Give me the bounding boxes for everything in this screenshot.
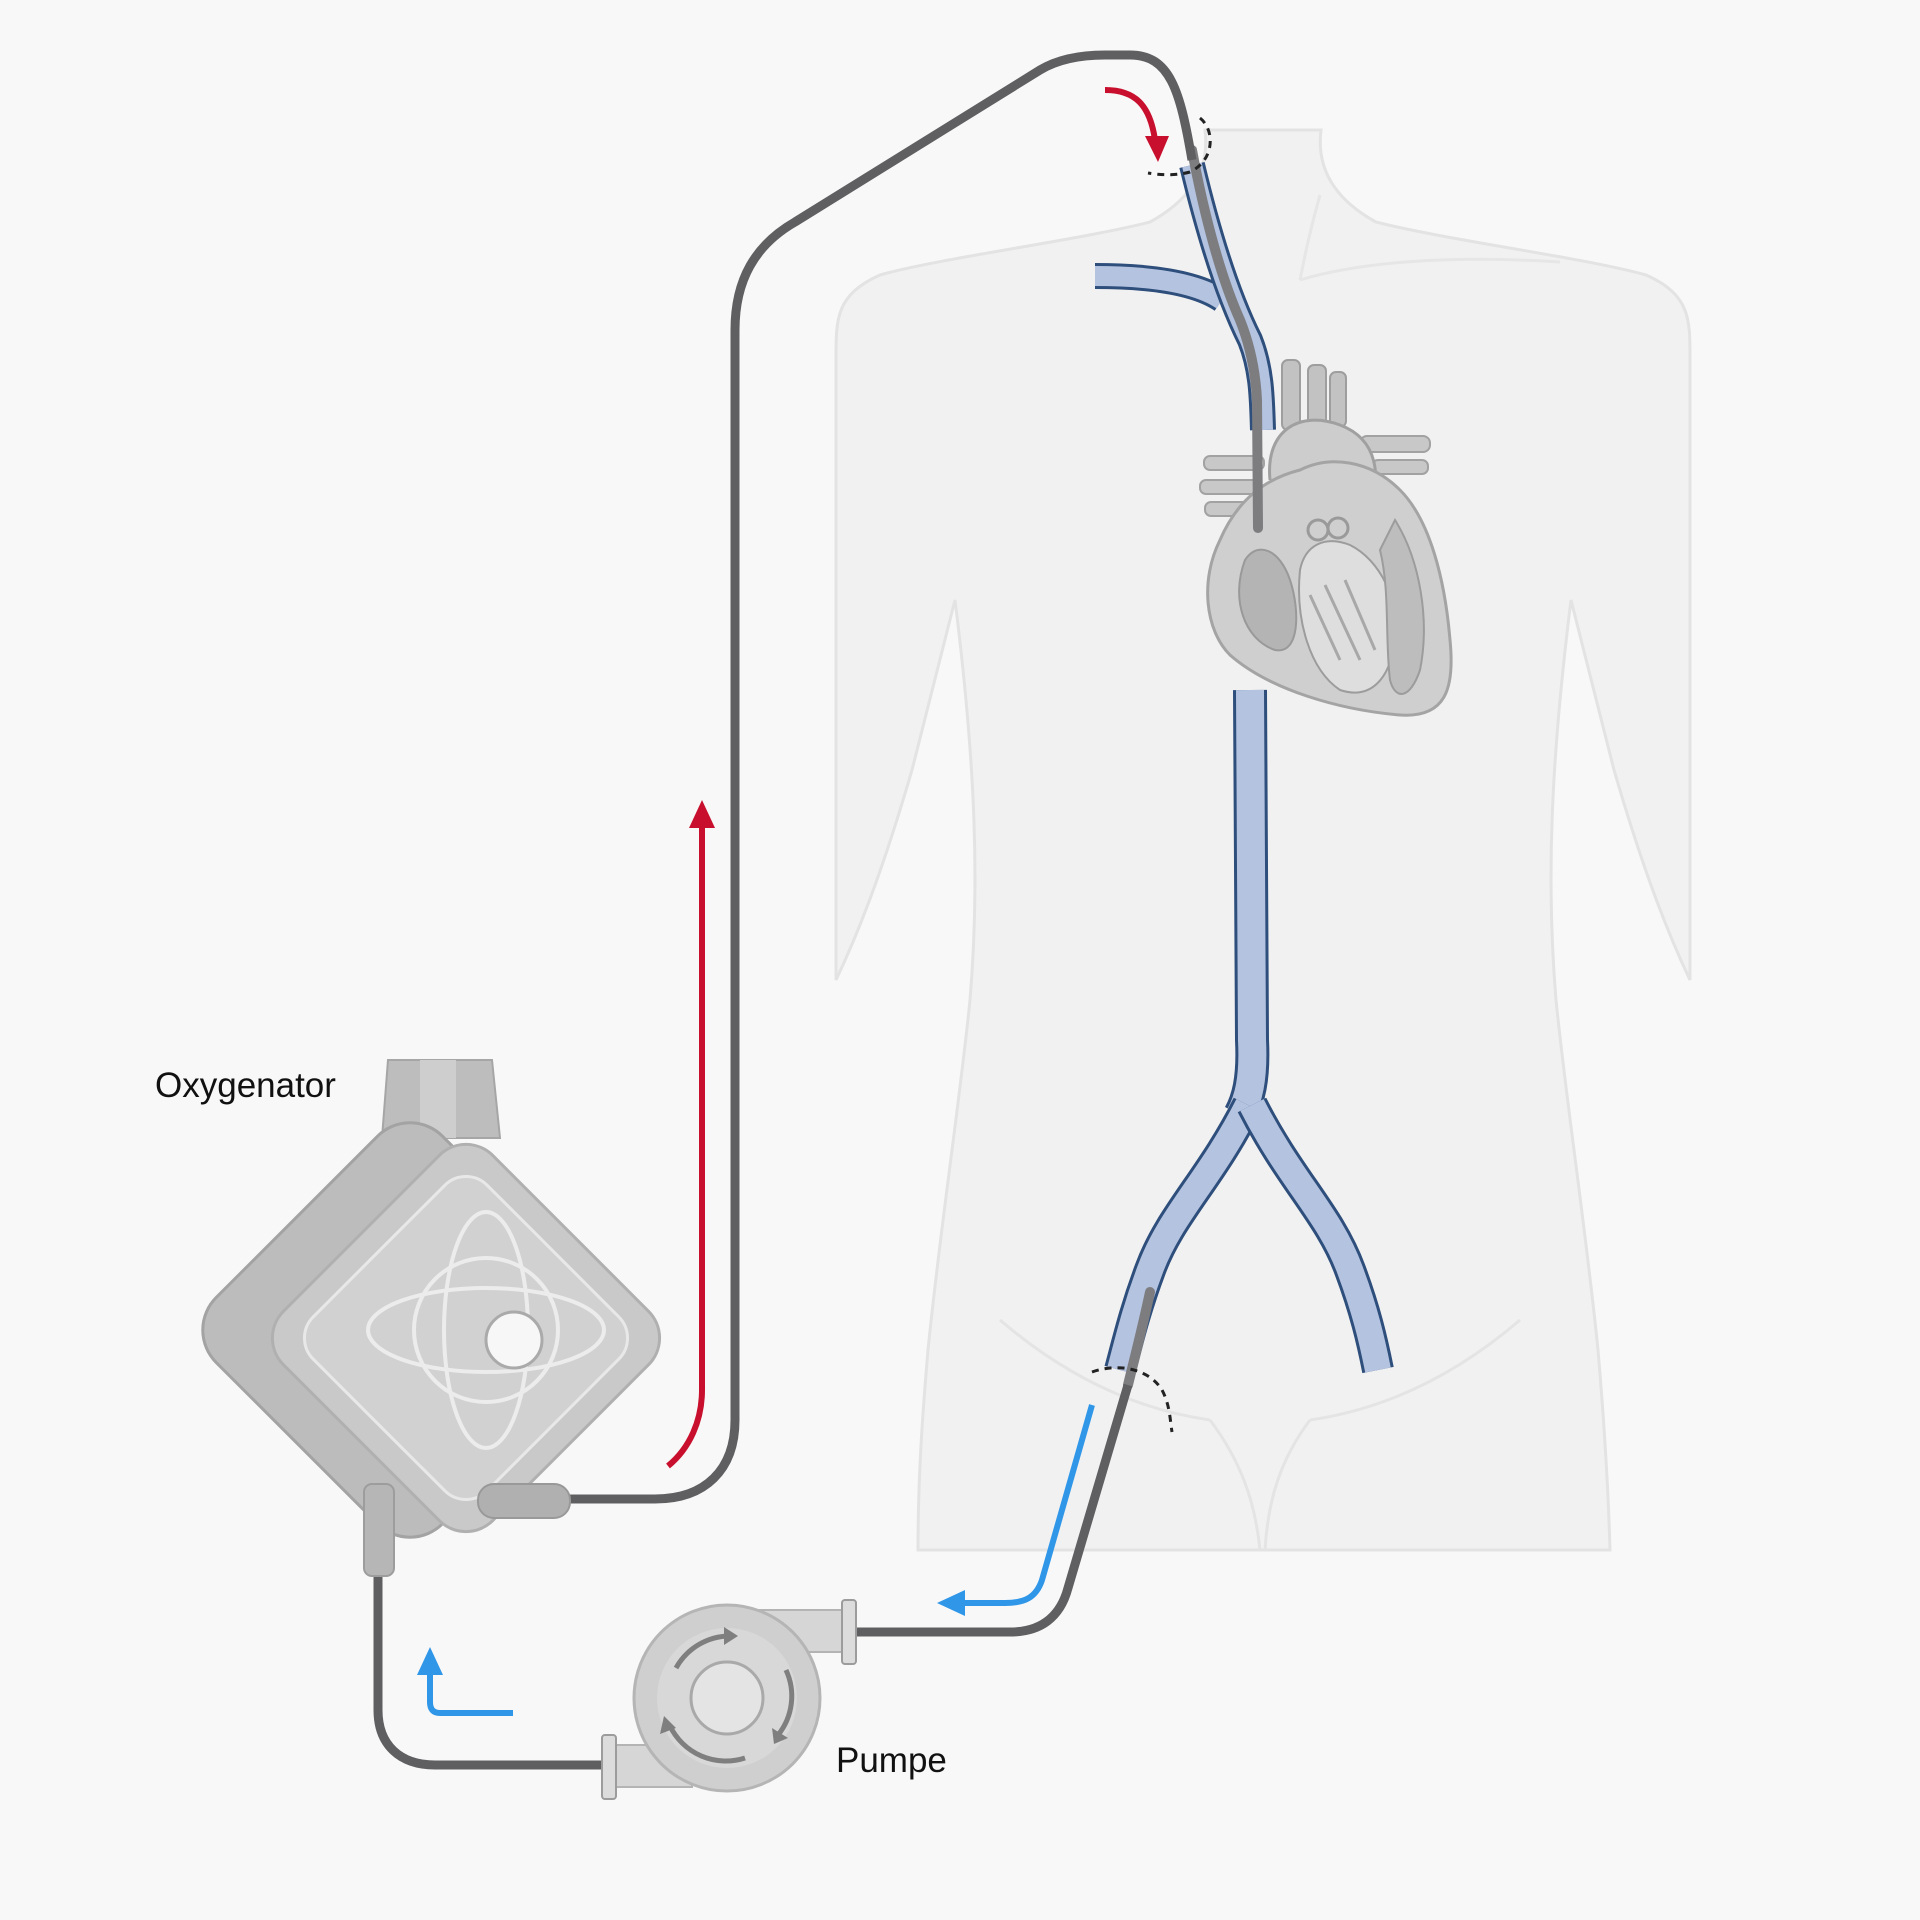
jugular-return-cannula: [1187, 145, 1263, 533]
collarbone-line: [1299, 257, 1561, 282]
groin-insertion-site: [1091, 1366, 1174, 1433]
oxygenated-flow-arrows: [666, 87, 1169, 1469]
red-arrow-up: [666, 820, 705, 1469]
drainage-tube: [855, 1383, 1133, 1637]
heart-icon: [1199, 359, 1453, 717]
groin-line: [1208, 1419, 1312, 1551]
return-tube: [560, 50, 1197, 1504]
pump-label: Pumpe: [836, 1741, 947, 1780]
centrifugal-pump-icon: [601, 1599, 857, 1800]
hip-line-left: [999, 1318, 1211, 1422]
oxygenator-label: Oxygenator: [155, 1066, 336, 1105]
femoral-drainage-cannula: [1123, 1287, 1155, 1390]
red-arrow-neck: [1104, 87, 1158, 141]
deoxygenated-flow-arrows: [417, 1404, 1095, 1716]
blue-arrow-down: [962, 1404, 1095, 1606]
hip-line-right: [1309, 1318, 1521, 1422]
neck-insertion-site: [1147, 116, 1212, 177]
pump-to-oxygenator-tube: [373, 1568, 605, 1770]
neck-line: [1298, 194, 1322, 281]
blue-arrow-bottom: [427, 1672, 513, 1716]
oxygenator-icon: [201, 1059, 662, 1577]
